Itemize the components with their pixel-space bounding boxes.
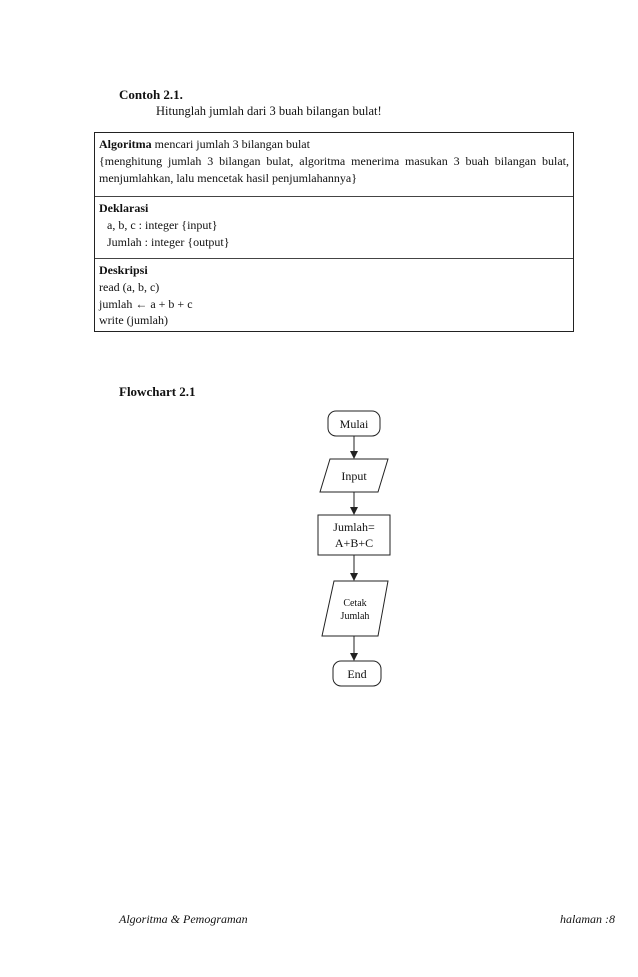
footer-course-title: Algoritma & Pemograman: [119, 912, 248, 926]
flowchart-end: End: [332, 660, 382, 687]
deklarasi-title: Deklarasi: [99, 201, 149, 215]
flowchart-label: Flowchart 2.1: [119, 384, 196, 399]
algorithm-keyword: Algoritma: [99, 137, 152, 151]
example-heading: Contoh 2.1.: [119, 87, 183, 102]
algorithm-header-section: Algoritma mencari jumlah 3 bilangan bula…: [95, 133, 573, 197]
deklarasi-item: a, b, c : integer {input}: [107, 217, 218, 232]
flowchart-output: Cetak Jumlah: [321, 580, 389, 637]
flowchart-process: Jumlah= A+B+C: [317, 514, 391, 556]
flowchart-start: Mulai: [327, 410, 381, 437]
algorithm-table: Algoritma mencari jumlah 3 bilangan bula…: [94, 132, 574, 332]
algorithm-comment-line-2: menjumlahkan, lalu mencetak hasil penjum…: [99, 170, 358, 185]
deskripsi-section: Deskripsi read (a, b, c) jumlah ← a + b …: [95, 259, 573, 333]
deskripsi-item: jumlah ← a + b + c: [99, 296, 193, 311]
flowchart-output-line-2: Jumlah: [341, 611, 370, 622]
flowchart-start-label: Mulai: [340, 417, 369, 431]
flowchart-output-line-1: Cetak: [343, 598, 366, 609]
footer-page-number: halaman :8: [560, 912, 615, 926]
flowchart-process-line-1: Jumlah=: [333, 520, 375, 534]
flowchart-process-line-2: A+B+C: [335, 536, 373, 550]
algorithm-name: mencari jumlah 3 bilangan bulat: [151, 137, 310, 151]
algorithm-title: Algoritma mencari jumlah 3 bilangan bula…: [99, 136, 569, 153]
deskripsi-title: Deskripsi: [99, 263, 148, 277]
flowchart-input: Input: [319, 458, 389, 493]
algorithm-comment-line-1: {menghitung jumlah 3 bilangan bulat, alg…: [99, 153, 569, 168]
deskripsi-item: read (a, b, c): [99, 279, 160, 294]
flowchart: Mulai Input Jumlah= A+B+C Cetak Jumlah E…: [300, 400, 420, 700]
flowchart-input-label: Input: [341, 469, 367, 483]
flowchart-end-label: End: [347, 667, 366, 681]
deklarasi-item: Jumlah : integer {output}: [107, 234, 230, 249]
example-task: Hitunglah jumlah dari 3 buah bilangan bu…: [156, 104, 382, 118]
deskripsi-item: write (jumlah): [99, 313, 168, 328]
deklarasi-section: Deklarasi a, b, c : integer {input} Juml…: [95, 197, 573, 259]
